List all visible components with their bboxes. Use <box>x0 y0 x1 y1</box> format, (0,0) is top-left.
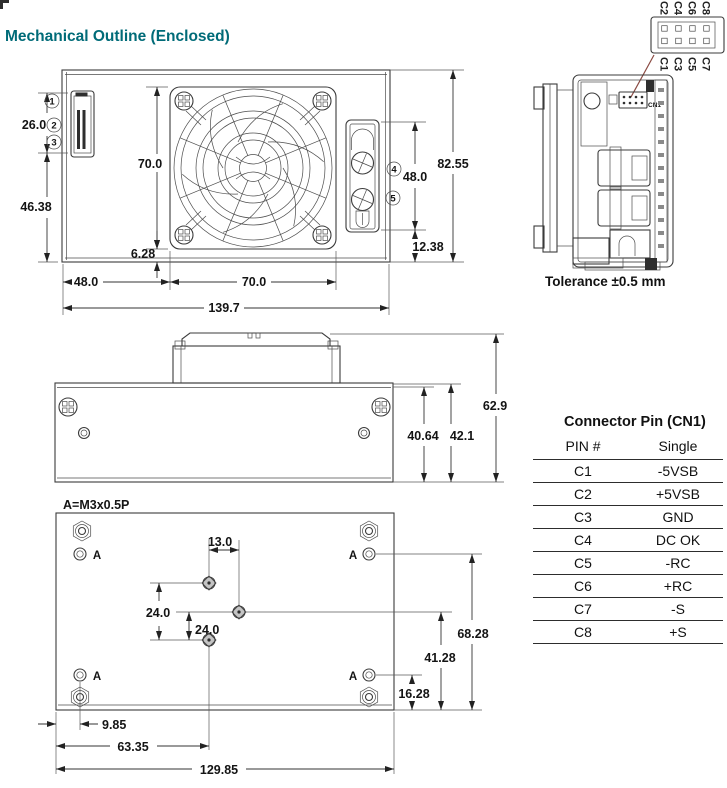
table-row: C7 -S <box>533 598 723 621</box>
svg-text:5: 5 <box>390 194 396 205</box>
page-corner-mark <box>0 0 9 9</box>
pin-label-c3: C3 <box>672 57 684 71</box>
mount-hole-a: A <box>73 668 101 683</box>
dim-6-28: 6.28 <box>131 247 155 261</box>
svg-text:A: A <box>349 671 357 683</box>
table-row: C5 -RC <box>533 552 723 575</box>
table-header: PIN # Single <box>533 438 723 460</box>
dim-48-bottom: 48.0 <box>74 275 98 289</box>
page-title: Mechanical Outline (Enclosed) <box>5 28 230 45</box>
hex-nut-icon <box>359 686 379 708</box>
dim-139-7: 139.7 <box>208 301 239 315</box>
fan-screw-icon <box>312 91 332 111</box>
table-title: Connector Pin (CN1) <box>564 414 706 430</box>
pin-label-c7: C7 <box>700 57 712 71</box>
col-single: Single <box>658 438 698 454</box>
bottom-view: A=M3x0.5P A <box>55 498 395 711</box>
callout-1: 1 <box>44 93 60 109</box>
dim-40-64: 40.64 <box>407 429 438 443</box>
dim-41-28: 41.28 <box>424 651 455 665</box>
svg-text:A: A <box>349 550 357 562</box>
dim-70-v: 70.0 <box>138 157 162 171</box>
mount-hole-a: A <box>73 547 101 562</box>
fan-screw-icon <box>174 225 194 245</box>
standoff-hole <box>231 604 247 620</box>
fan-guard <box>169 86 337 250</box>
connector-pin-detail: C2 C4 C6 C8 C1 C3 C5 C7 <box>630 1 725 98</box>
thread-note: A=M3x0.5P <box>63 498 129 512</box>
standoff-hole <box>201 575 217 591</box>
dim-9-85: 9.85 <box>102 718 126 732</box>
end-view: CN1 <box>533 74 674 271</box>
dim-13-0: 13.0 <box>208 535 232 549</box>
table-row: C8 +S <box>533 621 723 644</box>
dim-129-85: 129.85 <box>200 763 238 777</box>
profile-screw-icon <box>58 397 78 417</box>
table-row: C1 -5VSB <box>533 460 723 483</box>
dim-46-38: 46.38 <box>20 200 51 214</box>
dim-16-28: 16.28 <box>398 687 429 701</box>
dim-63-35: 63.35 <box>117 740 148 754</box>
callout-3: 3 <box>46 134 62 150</box>
dim-62-9: 62.9 <box>483 399 507 413</box>
dim-70-bottom: 70.0 <box>242 275 266 289</box>
standoff-hole <box>201 632 217 648</box>
dim-42-1: 42.1 <box>450 429 474 443</box>
ac-inlet <box>70 90 95 158</box>
svg-text:4: 4 <box>391 165 397 176</box>
terminal-block <box>345 119 380 233</box>
dim-68-28: 68.28 <box>457 627 488 641</box>
svg-text:2: 2 <box>51 121 56 132</box>
leader-line <box>630 54 655 98</box>
profile-view-dimensions: 40.64 42.1 62.9 <box>330 333 507 483</box>
svg-text:A: A <box>93 550 101 562</box>
dim-24-a: 24.0 <box>146 606 170 620</box>
hex-nut-icon <box>72 520 92 542</box>
pin-label-c6: C6 <box>686 1 698 15</box>
table-row: C4 DC OK <box>533 529 723 552</box>
mount-hole-a: A <box>349 668 376 683</box>
pin-label-c4: C4 <box>672 1 684 16</box>
fan-screw-icon <box>174 91 194 111</box>
dim-12-38: 12.38 <box>412 240 443 254</box>
svg-text:1: 1 <box>49 97 55 108</box>
dim-26-0: 26.0 <box>22 118 46 132</box>
callout-4: 4 <box>386 161 402 177</box>
pin-label-c2: C2 <box>658 1 670 15</box>
tolerance-note: Tolerance ±0.5 mm <box>545 274 666 289</box>
bottom-view-dimensions: 13.0 24.0 24.0 68.28 41.28 16.28 <box>38 535 489 777</box>
pin-label-c5: C5 <box>686 57 698 71</box>
dim-82-55: 82.55 <box>437 157 468 171</box>
profile-screw-icon <box>371 397 391 417</box>
table-row: C6 +RC <box>533 575 723 598</box>
fan-screw-icon <box>312 225 332 245</box>
front-view-dimensions: 26.0 46.38 1 2 3 70.0 <box>20 69 469 315</box>
svg-text:A: A <box>93 671 101 683</box>
connector-pin-table: Connector Pin (CN1) PIN # Single C1 -5VS… <box>533 414 723 644</box>
dim-24-b: 24.0 <box>195 623 219 637</box>
col-pin: PIN # <box>565 438 601 454</box>
pin-label-c8: C8 <box>700 1 712 15</box>
table-row: C3 GND <box>533 506 723 529</box>
svg-text:3: 3 <box>51 138 56 149</box>
dim-48-right: 48.0 <box>403 170 427 184</box>
pin-label-c1: C1 <box>658 57 670 71</box>
callout-2: 2 <box>46 117 62 133</box>
callout-5: 5 <box>385 190 401 206</box>
front-view <box>61 69 391 263</box>
hex-nut-icon <box>359 520 379 542</box>
mount-hole-a: A <box>349 547 376 562</box>
profile-view <box>54 332 394 483</box>
table-row: C2 +5VSB <box>533 483 723 506</box>
